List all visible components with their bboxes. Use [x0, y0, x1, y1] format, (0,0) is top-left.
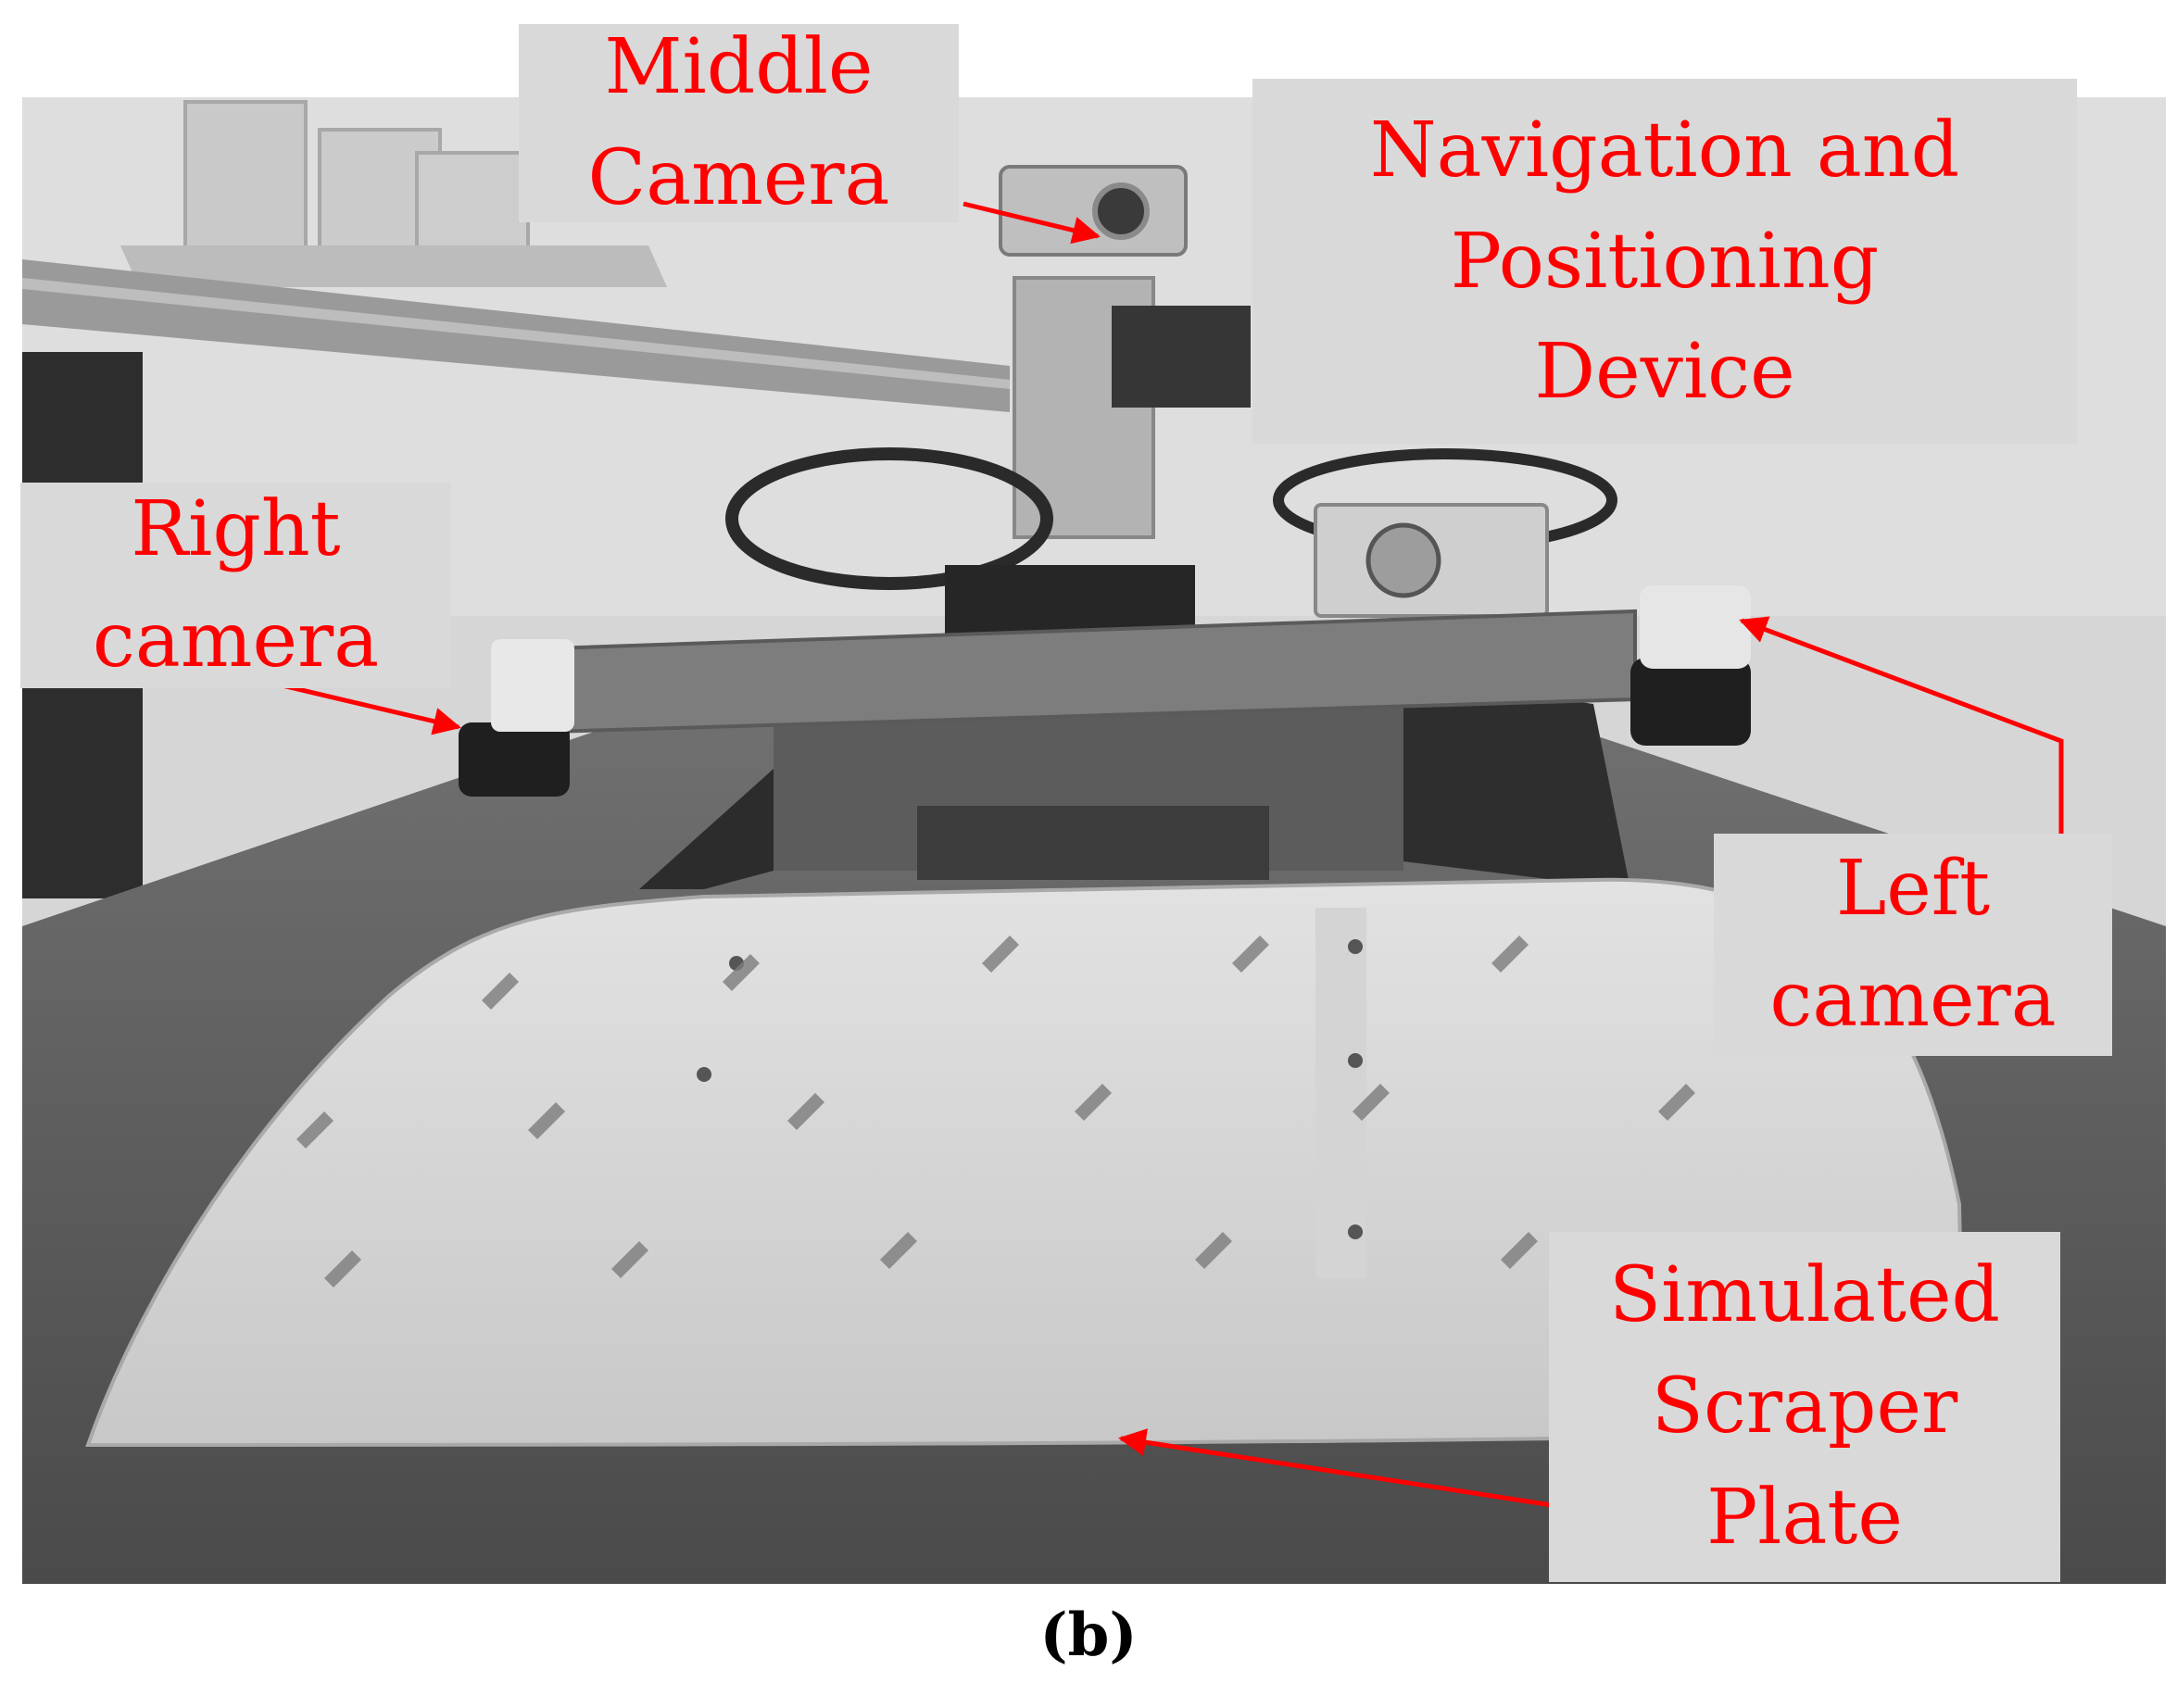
- navigation-device-label-text: Navigation and Positioning Device: [1369, 106, 1960, 417]
- left-camera-arrow: [1739, 616, 2064, 838]
- aluminium-boom-highlight: [22, 278, 1010, 389]
- motor-block: [1112, 306, 1251, 408]
- plate-bolt: [1348, 939, 1363, 954]
- plate-bolt: [697, 1067, 711, 1082]
- scraper-plate-arrow: [1118, 1428, 1553, 1508]
- right-camera-label-text: Right camera: [92, 485, 380, 684]
- navigation-device-label: Navigation and Positioning Device: [1252, 79, 2077, 445]
- scraper-plate-label-text: Simulated Scraper Plate: [1608, 1251, 2001, 1562]
- crawler-track-right: [1403, 676, 1630, 889]
- crawler-track-left: [639, 769, 774, 889]
- middle-camera-arrow: [963, 201, 1101, 245]
- middle-camera-label-text: Middle Camera: [587, 23, 890, 222]
- right-camera-housing: [491, 639, 574, 732]
- left-camera-housing: [1640, 585, 1751, 669]
- plate-bolt: [1348, 1224, 1363, 1239]
- middle-camera-label: Middle Camera: [519, 23, 959, 222]
- certificate-frame: [183, 100, 308, 252]
- middle-camera-lens: [1092, 182, 1150, 240]
- right-camera-label: Right camera: [20, 483, 451, 688]
- plate-bolt: [1348, 1053, 1363, 1068]
- figure-caption: (b): [1039, 1601, 1138, 1670]
- right-camera-body: [459, 722, 570, 797]
- wall-shelf: [120, 245, 667, 287]
- left-camera-label-text: Left camera: [1769, 845, 2057, 1044]
- left-camera-label: Left camera: [1714, 834, 2112, 1056]
- plate-strip: [1315, 908, 1366, 1278]
- scraper-plate-label: Simulated Scraper Plate: [1549, 1232, 2060, 1582]
- plate-logo-marks: [296, 936, 1695, 1287]
- fan-grille: [1365, 522, 1441, 598]
- left-camera-body: [1630, 658, 1751, 746]
- cable-bundle: [725, 447, 1053, 590]
- robot-drawer: [917, 806, 1269, 880]
